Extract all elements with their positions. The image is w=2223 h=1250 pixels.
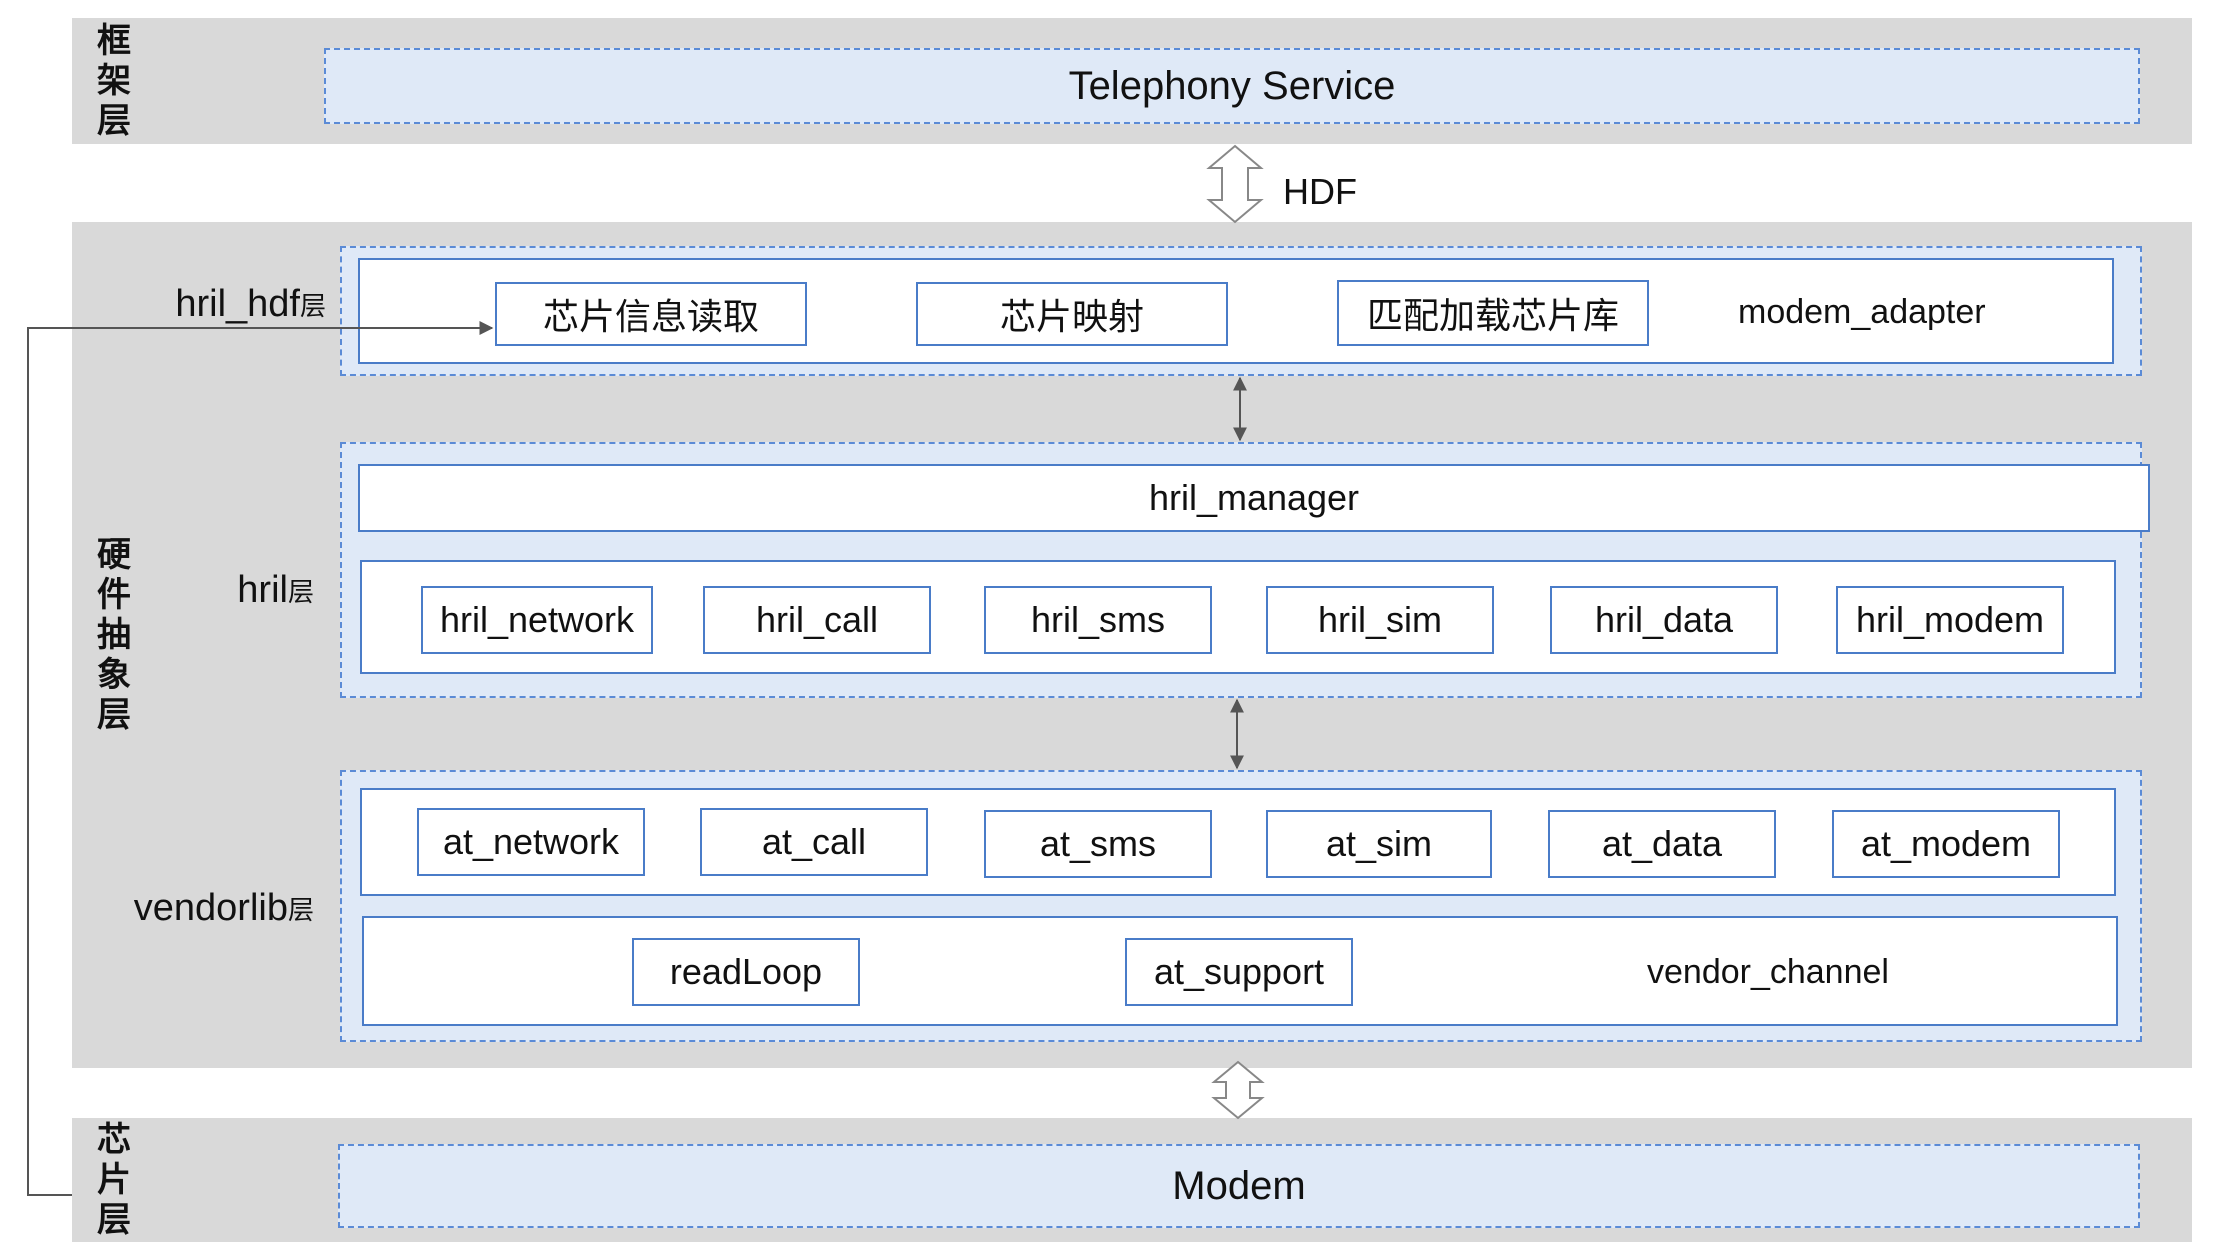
hril-manager-label: hril_manager	[1148, 477, 1360, 518]
at-modules-inner	[360, 788, 2116, 896]
hal-modem-double-arrow	[1211, 1060, 1265, 1120]
at-support-box: at_support	[1125, 938, 1353, 1006]
hril-manager-box: hril_manager	[358, 464, 2150, 532]
at-sms-box: at_sms	[984, 810, 1212, 878]
modem-adapter-label: modem_adapter	[1738, 292, 1986, 331]
vendor-channel-label: vendor_channel	[1647, 952, 1889, 991]
hril-modem-box: hril_modem	[1836, 586, 2064, 654]
telephony-service-label: Telephony Service	[1068, 63, 1396, 108]
hril-sms-box: hril_sms	[984, 586, 1212, 654]
at-call-box: at_call	[700, 808, 928, 876]
modem-to-chip-info-line	[27, 321, 494, 1196]
hril-sim-box: hril_sim	[1266, 586, 1494, 654]
hal-layer-label: 硬 件 抽 象 层	[97, 535, 131, 735]
modem-box: Modem	[338, 1144, 2140, 1228]
hdf-double-arrow	[1206, 144, 1264, 224]
hril-data-box: hril_data	[1550, 586, 1778, 654]
at-network-box: at_network	[417, 808, 645, 876]
at-data-box: at_data	[1548, 810, 1776, 878]
at-modem-box: at_modem	[1832, 810, 2060, 878]
framework-layer-label: 框 架 层	[97, 21, 131, 141]
chip-mapping-box: 芯片映射	[916, 282, 1228, 346]
hril-network-box: hril_network	[421, 586, 653, 654]
hdf-label: HDF	[1283, 171, 1357, 212]
chip-info-read-box: 芯片信息读取	[495, 282, 807, 346]
modem-label: Modem	[1172, 1163, 1306, 1208]
chip-layer-label: 芯 片 层	[97, 1120, 131, 1240]
match-load-chip-lib-box: 匹配加载芯片库	[1337, 280, 1649, 346]
telephony-service-box: Telephony Service	[324, 48, 2140, 124]
hril-call-box: hril_call	[703, 586, 931, 654]
at-sim-box: at_sim	[1266, 810, 1492, 878]
read-loop-box: readLoop	[632, 938, 860, 1006]
